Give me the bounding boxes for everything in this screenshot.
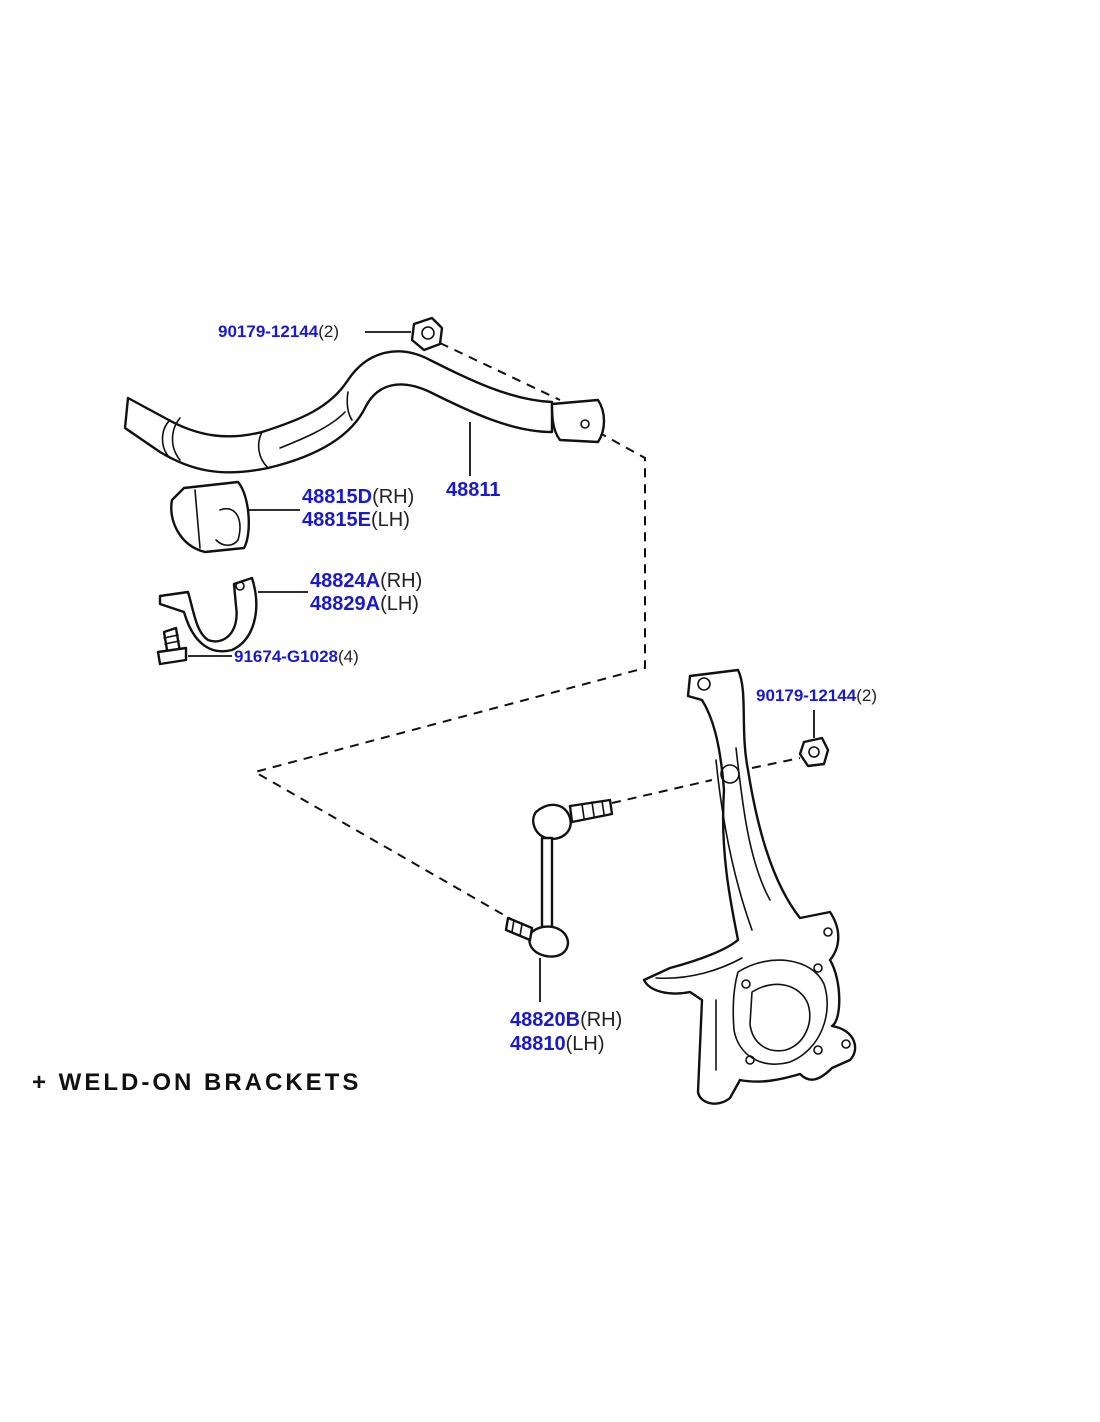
caption-weld-on-brackets: + WELD-ON BRACKETS <box>32 1069 362 1096</box>
callout-link-rh: 48820B(RH) <box>510 1009 622 1031</box>
bracket-bolt <box>156 626 232 666</box>
callout-nut-top: 90179-12144(2) <box>218 322 339 341</box>
callout-bushing-lh: 48815E(LH) <box>302 509 410 531</box>
stabilizer-bracket <box>158 576 308 653</box>
assembly-dashed-lines <box>252 342 801 931</box>
stabilizer-nut-knuckle <box>798 710 830 768</box>
callout-link-lh: 48810(LH) <box>510 1033 605 1055</box>
callout-stabilizer-bar: 48811 <box>446 479 501 501</box>
stabilizer-nut-top <box>365 316 444 352</box>
stabilizer-bushing <box>170 480 300 554</box>
callout-bracket-rh: 48824A(RH) <box>310 570 422 592</box>
callout-bushing-rh: 48815D(RH) <box>302 486 414 508</box>
callout-nut-knuckle: 90179-12144(2) <box>756 686 877 705</box>
stabilizer-link <box>504 798 614 1002</box>
stabilizer-bar <box>123 350 606 474</box>
callout-bracket-lh: 48829A(LH) <box>310 593 419 615</box>
steering-knuckle <box>642 668 857 1105</box>
callout-bolt: 91674-G1028(4) <box>234 647 359 666</box>
